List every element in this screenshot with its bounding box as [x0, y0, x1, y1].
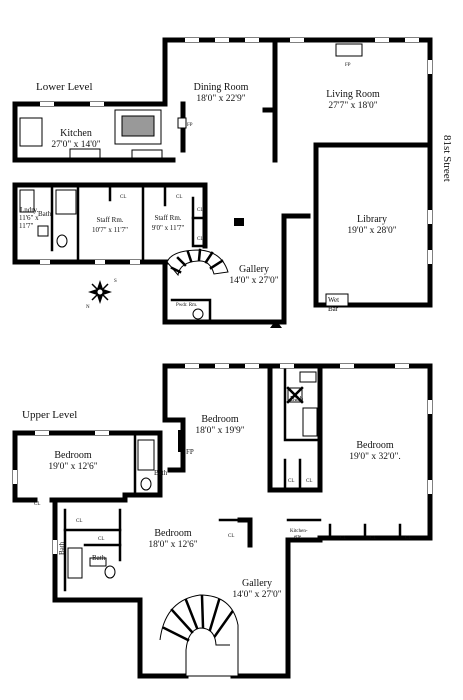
bedroom-lower-dims: 18'0" x 12'6" [148, 540, 197, 550]
compass-north-label: N [86, 305, 90, 310]
upper-level-plan: Upper Level Bedroom 18'0" x 19'9" Bedroo… [12, 363, 433, 679]
kitchenette-label-2: ette [294, 535, 302, 540]
upper-level-heading: Upper Level [22, 409, 77, 421]
wet-bar-label-1: Wet [328, 296, 339, 304]
laundry-machine [19, 189, 35, 213]
bedroom-center-dims: 18'0" x 19'9" [195, 426, 244, 436]
spiral-staircase [166, 249, 229, 277]
dining-room-dims: 18'0" x 22'9" [196, 94, 245, 104]
upper-level-windows [13, 364, 432, 554]
kitchen-name: Kitchen [60, 128, 92, 139]
bedroom-left-dims: 19'0" x 12'6" [48, 462, 97, 472]
staff-2-closet-label: CL [176, 195, 182, 200]
lower-gallery-name: Gallery [239, 264, 269, 275]
closet-g-label: CL [370, 536, 376, 541]
closet-d-label: CL [306, 479, 312, 484]
library-dims: 19'0" x 28'0" [347, 226, 396, 236]
staff-room-1-dims: 10'7" x 11'7" [92, 226, 128, 234]
kitchen-counter [19, 117, 43, 147]
lower-level-heading: Lower Level [36, 81, 93, 93]
compass-south-label: S [114, 279, 117, 284]
upper-fireplace-label: FP [186, 448, 194, 456]
dining-room-name: Dining Room [194, 82, 249, 93]
living-fireplace [335, 43, 363, 57]
powder-room-label: Pwdr. Rm. [176, 303, 197, 308]
entry-arrow [270, 320, 282, 328]
kitchen-dims: 27'0" x 14'0" [51, 140, 100, 150]
upper-gallery-name: Gallery [242, 578, 272, 589]
lower-gallery-dims: 14'0" x 27'0" [229, 276, 278, 286]
toilet [56, 234, 68, 248]
upper-fireplace [178, 430, 184, 452]
wet-bar-label-2: Bar [328, 305, 339, 313]
laundry-name: Lndry. [20, 206, 39, 214]
closet-b-label: CL [98, 537, 104, 542]
library-name: Library [357, 214, 387, 225]
lower-level-fixtures [19, 43, 363, 328]
closet-e-label: CL [228, 534, 234, 539]
upper-bathtub-2 [137, 439, 155, 471]
compass-rose-icon [88, 280, 112, 304]
closet-c-label: CL [288, 479, 294, 484]
staff-room-1-name: Staff Rm. [96, 216, 123, 224]
upper-bathtub-3 [67, 547, 83, 579]
bedroom-left-name: Bedroom [54, 450, 91, 461]
lower-level-windows [40, 38, 432, 264]
bedroom-right-name: Bedroom [356, 440, 393, 451]
lower-bath-label: Bath [38, 210, 52, 218]
staff-room-2-dims: 9'0" x 11'7" [152, 224, 185, 232]
dining-fireplace-label: FP [187, 123, 193, 128]
bedroom-right-dims: 19'0" x 32'0". [349, 452, 401, 462]
hall-closet-1-label: CL [197, 208, 203, 213]
upper-spiral-staircase [159, 594, 239, 677]
bath-vertical-label: Bath [58, 541, 66, 555]
staff-room-2-name: Staff Rm. [154, 214, 181, 222]
upper-level-fixtures [67, 371, 318, 677]
upper-gallery-dims: 14'0" x 27'0" [232, 590, 281, 600]
bedroom-center-name: Bedroom [201, 414, 238, 425]
street-label: 81st Street [441, 135, 453, 182]
bath-lower-label: Bath [92, 554, 106, 562]
lower-level-plan: N S Lower Level Dining Room 18'0" x 22'9… [12, 37, 433, 328]
lower-level-partitions [50, 183, 212, 324]
living-room-dims: 27'7" x 18'0" [328, 101, 377, 111]
bath-mid-label: Bath [154, 469, 168, 477]
closet-a-label: CL [76, 519, 82, 524]
hall-closet-2-label: CL [197, 237, 203, 242]
living-fireplace-label: FP [345, 63, 351, 68]
kitchenette-label-1: Kitchen- [290, 529, 308, 534]
wet-bar-counter [325, 293, 349, 307]
closet-left-label: CL [34, 502, 40, 507]
closet-h-label: CL [405, 536, 411, 541]
laundry-dims-line2: 11'7" [19, 222, 34, 230]
column [234, 218, 244, 226]
upper-level-walls [12, 363, 433, 679]
bath-top-label: Bath [290, 395, 304, 403]
living-room-name: Living Room [326, 89, 380, 100]
closet-f-label: CL [340, 536, 346, 541]
laundry-dims-line1: 11'6" x [19, 214, 39, 222]
staff-1-closet-label: CL [120, 195, 126, 200]
upper-bathtub-1 [302, 407, 318, 437]
bathtub [55, 189, 77, 215]
bedroom-lower-name: Bedroom [154, 528, 191, 539]
upper-level-partitions [63, 368, 402, 592]
